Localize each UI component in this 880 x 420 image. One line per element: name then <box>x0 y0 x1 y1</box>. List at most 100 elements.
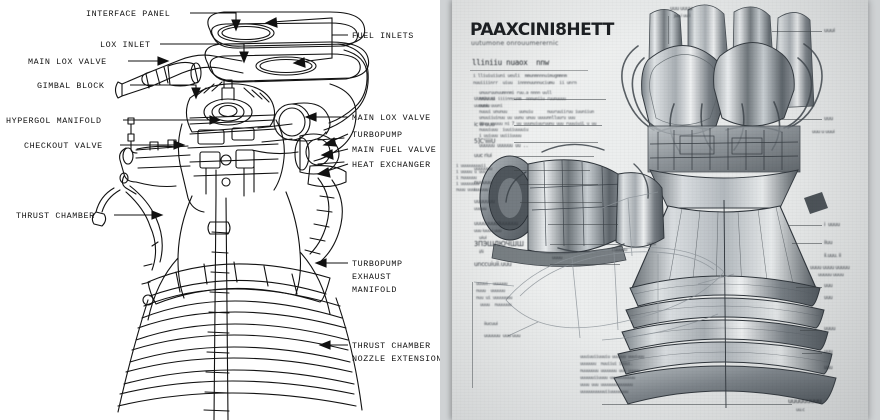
leader-top-center-rule <box>668 16 669 44</box>
lower-note-line-4: uuuu nuuuuuu <box>480 303 512 308</box>
generated-sketch-panel: PAAXCINI8HETT uutumone onrouumerernic ll… <box>440 0 880 420</box>
label-gimbal-block: GIMBAL BLOCK <box>37 81 105 91</box>
leader-right-7 <box>802 353 822 354</box>
bottom-note-line-1: uuuiuuiiuuuiu uuuuuu uuuiuuu <box>580 355 645 360</box>
lower-note-line-1: uuuui. uuuuuu <box>476 282 508 287</box>
label-turbopump-exhaust-manifold-line3: MANIFOLD <box>352 285 398 295</box>
callout-right-9: uuu <box>824 296 833 301</box>
callout-right-5: iiuu <box>824 240 833 246</box>
label-heat-exchanger: HEAT EXCHANGER <box>352 160 431 170</box>
callout-left-3: 5]C'iiiiU <box>474 138 496 145</box>
callout-left-8: uuuuuuuuiiuuuuuu <box>474 221 518 227</box>
leader-right-1 <box>772 31 822 32</box>
section-heading-rule <box>470 70 588 71</box>
sheet-title: PAAXCINI8HETT <box>470 20 614 40</box>
leader-left-1 <box>514 99 606 100</box>
callout-left-11: iiucuui <box>484 322 498 327</box>
callout-left-2: ic iii uuu <box>474 122 495 128</box>
callout-left-1-sub: uuuuuiu <box>474 103 490 108</box>
inset-label-a: uiui <box>479 236 487 241</box>
label-interface-panel: INTERFACE PANEL <box>86 9 171 19</box>
inset-label-c: uuuu <box>552 256 563 261</box>
callout-left-1: uuuuuuu <box>474 96 495 102</box>
body-para-1-line-1: i lliuiuiiuni ueuli mmunmnnnuimugmmnm <box>473 74 567 79</box>
callout-right-6: ii.uuu. ii <box>824 254 842 259</box>
leader-right-3 <box>788 225 822 226</box>
label-lox-inlet: LOX INLET <box>100 40 151 50</box>
label-turbopump-exhaust-manifold-line2: EXHAUST <box>352 272 392 282</box>
label-thrust-chamber-nozzle-extension-line1: THRUST CHAMBER <box>352 341 431 351</box>
callout-right-12: uuu <box>824 366 833 371</box>
leader-left-2 <box>514 125 602 126</box>
label-checkout-valve: CHECKOUT VALVE <box>24 141 103 151</box>
bottom-note-line-3: nuuuuuuu uuuuuuu uuu uuuuu <box>580 369 640 374</box>
dimension-note: uuuuuuuuu <box>788 398 822 405</box>
bottom-note-line-2: uuuuuuu nuuiiui iuuui. <box>580 362 633 367</box>
label-main-lox-valve-left: MAIN LOX VALVE <box>28 57 107 67</box>
callout-right-11: uuu <box>824 350 833 355</box>
callout-left-6-sub: i uuuuu <box>474 187 489 192</box>
label-hypergol-manifold: HYPERGOL MANIFOLD <box>6 116 102 126</box>
callout-left-12: uuuuuu uuu uuu <box>484 334 521 339</box>
datasheet-paper: PAAXCINI8HETT uutumone onrouumerernic ll… <box>452 0 868 420</box>
label-main-fuel-valve: MAIN FUEL VALVE <box>352 145 437 155</box>
sheet-signature: uu.c <box>796 408 805 413</box>
inset-label-b: i/ii <box>479 250 484 255</box>
label-thrust-chamber: THRUST CHAMBER <box>16 211 95 221</box>
callout-left-7-sub: uuuuu <box>474 206 487 211</box>
lower-note-bracket <box>472 282 473 388</box>
body-para-2-line-8: i uuiuuu uuiiiuuuu <box>479 134 522 139</box>
callout-left-5: uuuuuuu <box>474 167 493 172</box>
bottom-note-line-4: uuuuuuiiuuuu uuuuuuuuuuu <box>580 376 635 381</box>
numbered-list-item-1: i uuuuuuuuuii <box>456 164 486 169</box>
label-turbopump-exhaust-manifold-line1: TURBOPUMP <box>352 259 403 269</box>
body-para-2-line-1: unuuruunuumnnmi ruu.a nnnn uull <box>479 91 552 96</box>
leader-left-5 <box>514 170 590 171</box>
leader-left-9 <box>550 244 620 245</box>
leader-right-4 <box>792 243 822 244</box>
body-para-2-line-5: unuuiiuinuu uu uunu unuu uuuunnlluuru uu… <box>479 116 576 121</box>
callout-top-center-sub: juu i uu i <box>674 13 691 18</box>
lower-note-line-2: nuuu uuuuuu <box>476 289 505 294</box>
numbered-list-item-3: i nuuuuuu <box>456 176 477 181</box>
leader-left-4 <box>514 156 594 157</box>
callout-left-8-sub: uuu iuuu i uuu <box>474 228 502 233</box>
callout-top-center: uuu uuuu <box>670 6 693 12</box>
inset-label-e: uuiu <box>647 242 656 247</box>
leader-left-6 <box>520 184 598 185</box>
body-para-2-line-6: uuuu uuuuu ni 7 uu uuunuiuuruunu uuu ruu… <box>479 122 597 127</box>
label-thrust-chamber-nozzle-extension-line2: NOZZLE EXTENSION <box>352 354 440 364</box>
leader-right-5 <box>796 287 822 288</box>
callout-left-6: nuuuuu <box>474 180 492 186</box>
callout-right-8: uuu <box>824 284 833 289</box>
label-turbopump: TURBOPUMP <box>352 130 403 140</box>
sheet-subtitle: uutumone onrouumerernic <box>471 40 559 47</box>
numbered-list-item-4: i uuuuuuuu <box>456 182 479 187</box>
callout-right-10: uuuu <box>824 327 836 332</box>
callout-left-10: unccuiuii.uuu <box>474 261 512 268</box>
callout-left-7: uuuuuuu <box>474 199 495 205</box>
body-para-2-line-3: nunu uuuni <box>479 104 503 109</box>
rocket-engine-line-drawing <box>91 11 370 420</box>
body-para-1-line-2: nuuiiiinrr uiuu innnnuunnuciumu ii unrn <box>473 81 577 86</box>
generated-engine-sketch <box>473 4 837 409</box>
body-para-3: uuuuuu uuuuuu uu .. <box>479 144 529 149</box>
numbered-list-item-5: nuuu uuuu <box>456 188 477 193</box>
inset-label-d: i uuuuu <box>612 248 628 253</box>
callout-right-7: uuuu uuuu uuuuu <box>810 266 850 271</box>
leader-left-3 <box>514 142 598 143</box>
callout-left-9: 3ПЭШЛЮЧШШ <box>474 240 524 248</box>
callout-right-3: uuu u uuui <box>812 130 835 135</box>
callout-right-1: uuui <box>824 28 835 34</box>
dimension-line <box>602 404 792 405</box>
callout-right-4: i uuuu <box>824 222 840 228</box>
lower-note-line-3: nuu ui uuuuuuuu <box>476 296 513 301</box>
leader-right-2 <box>782 119 822 120</box>
callout-right-7-sub: uuuuu uuuu <box>818 273 844 278</box>
label-main-lox-valve-right: MAIN LOX VALVE <box>352 113 431 123</box>
leader-left-10 <box>550 264 620 265</box>
callout-left-4: uuc riui <box>474 153 492 159</box>
leader-left-7 <box>520 202 602 203</box>
body-para-2-line-4: nuuui ununuu uunuiu nuuruuiiruu iuuniiun <box>479 110 594 115</box>
